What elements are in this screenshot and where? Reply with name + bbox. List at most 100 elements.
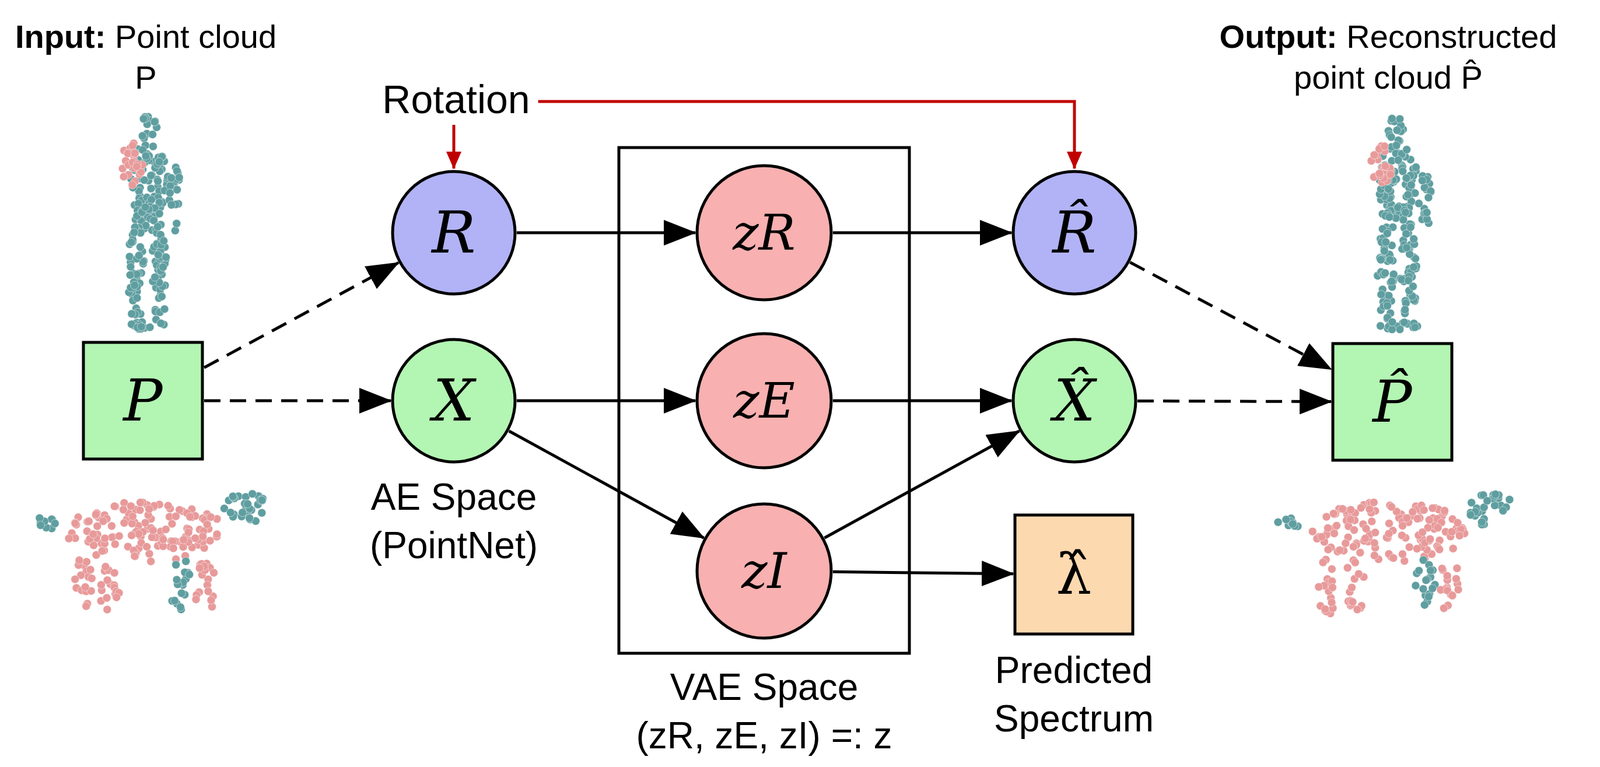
symbol-holder: X̂ xyxy=(1011,337,1138,464)
point xyxy=(228,492,237,501)
point xyxy=(135,506,145,515)
math-symbol: X̂ xyxy=(1053,371,1095,430)
point xyxy=(1448,544,1458,553)
variable-circle: R xyxy=(390,169,517,296)
point xyxy=(176,603,185,612)
circle-outline xyxy=(1013,339,1136,462)
animal-point-cloud xyxy=(35,489,268,614)
point xyxy=(130,149,139,158)
point xyxy=(1425,515,1434,524)
point xyxy=(136,498,145,507)
math-symbol: X xyxy=(432,371,475,430)
point xyxy=(181,557,191,566)
point xyxy=(1426,534,1435,544)
point xyxy=(1412,544,1421,553)
point xyxy=(1439,604,1448,613)
point xyxy=(1376,321,1385,331)
point xyxy=(102,593,111,602)
point xyxy=(1409,263,1418,272)
point xyxy=(1328,583,1337,592)
point xyxy=(36,520,45,530)
point xyxy=(1415,566,1424,575)
point xyxy=(1356,548,1365,557)
math-symbol: R̂ xyxy=(1052,203,1097,262)
point xyxy=(155,157,164,166)
label-text: Point cloud P xyxy=(114,18,277,96)
point xyxy=(1401,208,1410,217)
point xyxy=(1499,506,1508,516)
point xyxy=(1491,489,1500,499)
dashed-arrow xyxy=(1129,262,1332,370)
point xyxy=(207,596,216,605)
point xyxy=(226,508,235,517)
point xyxy=(1324,545,1333,554)
point xyxy=(169,544,178,553)
point xyxy=(1370,151,1379,160)
point xyxy=(85,517,94,526)
box-outline xyxy=(83,342,203,460)
symbol-holder: P xyxy=(81,340,205,461)
point xyxy=(126,262,135,271)
point xyxy=(1394,156,1403,165)
point xyxy=(125,252,134,261)
point xyxy=(135,242,145,251)
rotation-label: Rotation xyxy=(339,74,573,125)
point xyxy=(110,502,119,511)
point xyxy=(64,534,73,543)
dashed-arrow xyxy=(204,262,399,368)
point xyxy=(1408,282,1417,291)
point xyxy=(137,322,146,331)
point xyxy=(110,568,119,577)
point xyxy=(145,505,154,514)
point xyxy=(179,535,188,544)
dashed-arrow xyxy=(1137,400,1332,402)
point xyxy=(1346,505,1356,514)
point xyxy=(1443,571,1452,580)
point xyxy=(142,542,152,551)
point xyxy=(1406,180,1416,189)
input-heading: Input: Point cloud P xyxy=(11,16,280,98)
point xyxy=(1314,582,1323,591)
point xyxy=(206,512,215,521)
point xyxy=(131,552,140,561)
point xyxy=(1466,510,1475,520)
point xyxy=(1428,584,1437,593)
point xyxy=(1317,532,1326,541)
point xyxy=(1433,523,1442,532)
point xyxy=(245,513,254,523)
point xyxy=(1385,256,1395,265)
box-outline xyxy=(618,147,910,654)
math-symbol: zI xyxy=(741,546,787,596)
point xyxy=(148,130,157,139)
point xyxy=(150,117,159,126)
point xyxy=(1447,527,1456,537)
caption-holder: Predicted Spectrum xyxy=(993,646,1154,744)
point xyxy=(100,534,110,543)
point xyxy=(257,496,266,505)
variable-circle: zI xyxy=(695,502,833,640)
point xyxy=(35,513,44,523)
point xyxy=(1383,301,1392,310)
solid-arrow xyxy=(832,231,1012,235)
symbol-holder: zE xyxy=(695,331,833,470)
point xyxy=(118,505,128,514)
point xyxy=(110,540,119,549)
point xyxy=(132,293,142,303)
point xyxy=(1398,550,1407,559)
point xyxy=(195,564,204,573)
point xyxy=(151,272,160,282)
point xyxy=(134,251,143,260)
point xyxy=(172,575,181,584)
point xyxy=(1422,576,1431,585)
caption-holder: VAE Space(zR, zE, zI) =: z xyxy=(583,663,945,761)
point xyxy=(127,237,136,247)
point xyxy=(1399,215,1408,224)
point xyxy=(1387,114,1396,123)
point xyxy=(86,565,95,574)
point xyxy=(167,173,176,182)
point xyxy=(1367,517,1377,526)
point xyxy=(159,535,168,544)
circle-outline xyxy=(392,171,516,294)
point xyxy=(177,589,186,598)
point xyxy=(1451,574,1461,583)
